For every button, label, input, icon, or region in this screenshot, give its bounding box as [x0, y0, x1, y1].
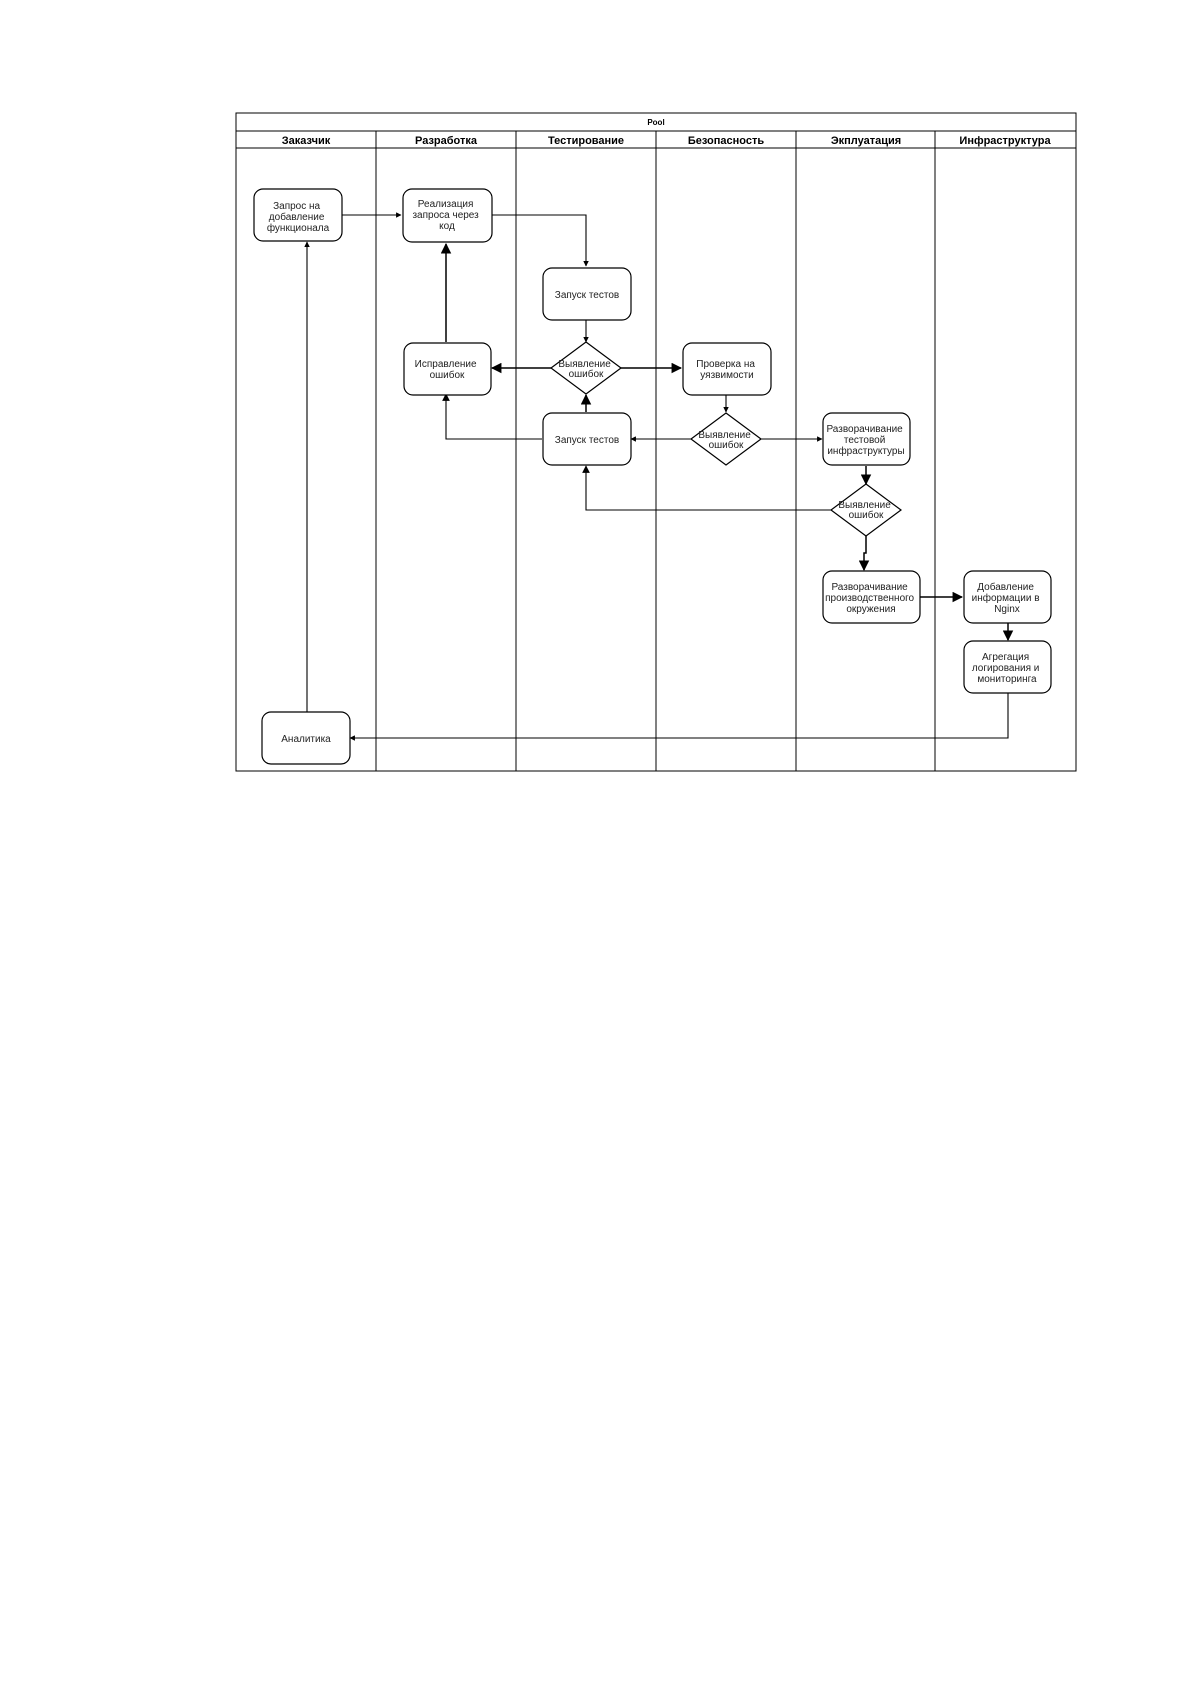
- node-fix-errors: Исправление ошибок: [403, 342, 492, 396]
- edge-detect-3-to-deploy-prod: [858, 536, 870, 572]
- node-request: Запрос на добавление функционала: [253, 188, 343, 242]
- node-aggregate-logs-label: Агрегация логирования и мониторинга: [972, 652, 1042, 685]
- node-deploy-test-infra-label: Разворачивание тестовой инфраструктуры: [826, 424, 905, 457]
- node-vuln-check: Проверка на уязвимости: [682, 342, 772, 396]
- edge-aggregate-to-analytics: [349, 693, 1009, 741]
- lane-dividers: [375, 131, 936, 771]
- lane-label-ops: Экплуатация: [831, 135, 901, 147]
- edges: [304, 212, 1014, 741]
- node-detect-errors-1-label: Выявление ошибок: [558, 359, 613, 380]
- node-run-tests-1: Запуск тестов: [542, 267, 632, 321]
- node-analytics-label: Аналитика: [281, 734, 331, 745]
- node-fix-errors-label: Исправление ошибок: [415, 359, 480, 381]
- pool-title: Pool: [647, 118, 664, 127]
- node-run-tests-2-label: Запуск тестов: [555, 435, 619, 446]
- node-vuln-check-label: Проверка на уязвимости: [696, 359, 757, 381]
- node-aggregate-logs: Агрегация логирования и мониторинга: [963, 640, 1052, 694]
- edge-run-tests-2-to-fix: [442, 393, 542, 440]
- node-run-tests-2: Запуск тестов: [542, 412, 632, 466]
- lane-label-sec: Безопасность: [688, 135, 765, 147]
- edge-detect-3-to-run-tests-2: [582, 465, 831, 511]
- node-detect-errors-3-label: Выявление ошибок: [838, 500, 893, 521]
- node-implement: Реализация запроса через код: [402, 188, 493, 243]
- node-detect-errors-2: Выявление ошибок: [689, 412, 763, 466]
- node-deploy-test-infra: Разворачивание тестовой инфраструктуры: [822, 412, 911, 466]
- edge-implement-to-run-tests-1: [492, 214, 589, 267]
- node-implement-label: Реализация запроса через код: [412, 199, 481, 232]
- node-detect-errors-3: Выявление ошибок: [829, 483, 903, 537]
- node-add-nginx-label: Добавление информации в Nginx: [972, 581, 1043, 615]
- node-detect-errors-2-label: Выявление ошибок: [698, 430, 753, 451]
- node-deploy-prod: Разворачивание производственного окружен…: [822, 570, 921, 624]
- node-run-tests-1-label: Запуск тестов: [555, 290, 619, 301]
- lane-label-dev: Разработка: [415, 135, 478, 147]
- lane-headers: Заказчик Разработка Тестирование Безопас…: [282, 135, 1052, 147]
- lane-label-customer: Заказчик: [282, 135, 331, 147]
- node-add-nginx: Добавление информации в Nginx: [963, 570, 1052, 624]
- nodes: Запрос на добавление функционала Реализа…: [253, 188, 1052, 765]
- node-request-label: Запрос на добавление функционала: [267, 201, 330, 234]
- node-analytics: Аналитика: [261, 711, 351, 765]
- node-detect-errors-1: Выявление ошибок: [549, 341, 623, 395]
- node-deploy-prod-label: Разворачивание производственного окружен…: [825, 582, 917, 615]
- lane-label-infra: Инфраструктура: [959, 135, 1051, 147]
- lane-label-test: Тестирование: [548, 135, 624, 147]
